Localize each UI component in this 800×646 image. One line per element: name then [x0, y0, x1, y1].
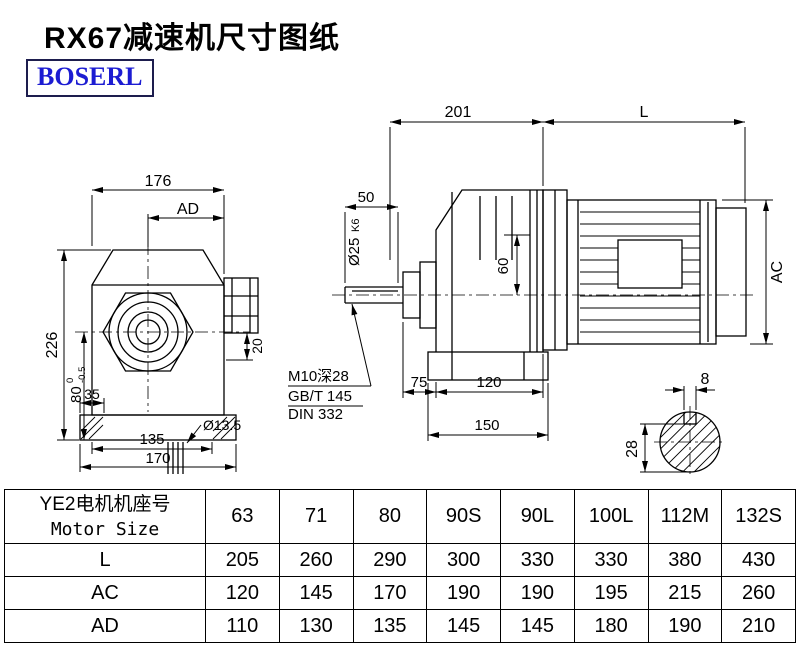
- note-center-hole: M10深28: [288, 368, 349, 385]
- table-cell: 145: [500, 609, 575, 643]
- output-flange-hexagon: [102, 292, 194, 372]
- row-label: L: [4, 543, 206, 577]
- table-cell: 300: [426, 543, 501, 577]
- table-cell: 260: [721, 576, 796, 610]
- front-view-centerlines: [75, 242, 250, 412]
- front-view-dimensions: [57, 187, 253, 472]
- fan-cover: [715, 207, 747, 337]
- table-cell: 430: [721, 543, 796, 577]
- dimension-table: YE2电机机座号 Motor Size 63 71 80 90S 90L 100…: [4, 489, 796, 643]
- dim-201-label: 201: [445, 104, 472, 121]
- table-size-cell: 100L: [573, 489, 649, 544]
- table-cell: 290: [352, 543, 428, 577]
- front-view: 176 AD 226 80 0 -0.5 35 135 170 20 Ø13.5: [44, 173, 265, 474]
- dim-150-label: 150: [474, 417, 499, 434]
- boserl-logo: BOSERL: [26, 59, 154, 97]
- logo-text: BOSERL: [37, 62, 143, 91]
- dim-shaft-dia-label: Ø25: [346, 238, 363, 266]
- output-bore-circle: [108, 292, 188, 372]
- dim-50-label: 50: [358, 189, 375, 206]
- technical-drawing: 176 AD 226 80 0 -0.5 35 135 170 20 Ø13.5: [44, 104, 786, 478]
- gearbox-housing-side: [427, 189, 568, 381]
- dim-key-width-label: 8: [701, 371, 710, 388]
- table-size-cell: 112M: [647, 489, 723, 544]
- table-cell: 195: [573, 576, 649, 610]
- table-cell: 210: [721, 609, 796, 643]
- dim-120-label: 120: [476, 374, 501, 391]
- dim-foot-hole-label: Ø13.5: [203, 417, 241, 433]
- table-size-cell: 90L: [500, 489, 575, 544]
- shaft-section-circle: [659, 411, 721, 473]
- dim-key-height-label: 28: [624, 440, 641, 458]
- table-row-AD: AD 110 130 135 145 145 180 190 210: [4, 609, 796, 643]
- note-gbt-standard: GB/T 145: [288, 388, 352, 405]
- table-cell: 260: [278, 543, 354, 577]
- dim-20-label: 20: [249, 338, 265, 354]
- shaft-end-view: 8 28: [624, 371, 726, 478]
- dim-shaft-fit-label: K6: [350, 219, 362, 232]
- dim-176-label: 176: [145, 173, 172, 190]
- table-size-cell: 90S: [426, 489, 501, 544]
- dim-60-label: 60: [495, 258, 512, 275]
- row-label: AD: [4, 609, 206, 643]
- side-protrusion: [223, 277, 259, 334]
- table-cell: 145: [278, 576, 354, 610]
- table-row-AC: AC 120 145 170 190 190 195 215 260: [4, 576, 796, 610]
- dim-75-label: 75: [411, 374, 428, 391]
- table-size-cell: 63: [205, 489, 280, 544]
- table-cell: 190: [426, 576, 501, 610]
- table-cell: 110: [205, 609, 280, 643]
- mounting-base-front: [79, 414, 237, 441]
- side-view-dimensions: [288, 119, 773, 441]
- dim-80-tol-upper: 0: [65, 378, 76, 383]
- table-size-cell: 80: [352, 489, 428, 544]
- mounting-base-side: [427, 351, 549, 381]
- dim-135-label: 135: [139, 431, 164, 448]
- table-cell: 205: [205, 543, 280, 577]
- dim-80-tol-lower: -0.5: [77, 367, 88, 383]
- table-cell: 330: [573, 543, 649, 577]
- dim-shaft-label-group: Ø25 K6: [346, 219, 363, 266]
- shaft-end-dimensions: [640, 386, 715, 473]
- dim-L-label: L: [640, 104, 649, 121]
- table-size-cell: 132S: [721, 489, 796, 544]
- table-cell: 190: [500, 576, 575, 610]
- table-cell: 330: [500, 543, 575, 577]
- dim-35-label: 35: [84, 386, 100, 402]
- motor-size-label-en: Motor Size: [50, 518, 160, 540]
- table-cell: 145: [426, 609, 501, 643]
- page-title: RX67减速机尺寸图纸: [44, 22, 341, 55]
- side-view: 201 L 50 Ø25 K6 60 AC M10深28 GB/T 145 DI…: [288, 104, 786, 441]
- dim-80-label-group: 80 0 -0.5: [65, 367, 88, 403]
- table-cell: 120: [205, 576, 280, 610]
- row-label: AC: [4, 576, 206, 610]
- note-din-standard: DIN 332: [288, 406, 343, 423]
- dim-80-label: 80: [68, 386, 85, 403]
- motor-body: [566, 199, 747, 345]
- dim-226-label: 226: [44, 332, 61, 359]
- table-header-row: YE2电机机座号 Motor Size 63 71 80 90S 90L 100…: [4, 489, 796, 544]
- table-cell: 215: [647, 576, 723, 610]
- table-cell: 180: [573, 609, 649, 643]
- dim-ad-label: AD: [177, 201, 199, 218]
- table-cell: 130: [278, 609, 354, 643]
- table-header-cell: YE2电机机座号 Motor Size: [4, 489, 206, 544]
- table-cell: 380: [647, 543, 723, 577]
- section-hatching: [659, 411, 721, 473]
- dim-170-label: 170: [145, 450, 170, 467]
- gearbox-housing-front: [79, 249, 259, 474]
- table-row-L: L 205 260 290 300 330 330 380 430: [4, 543, 796, 577]
- dim-AC-label: AC: [769, 261, 786, 283]
- motor-size-label-cn: YE2电机机座号: [39, 493, 171, 515]
- table-cell: 170: [352, 576, 428, 610]
- table-size-cell: 71: [278, 489, 354, 544]
- motor-nameplate: [617, 239, 683, 289]
- table-cell: 190: [647, 609, 723, 643]
- table-cell: 135: [352, 609, 428, 643]
